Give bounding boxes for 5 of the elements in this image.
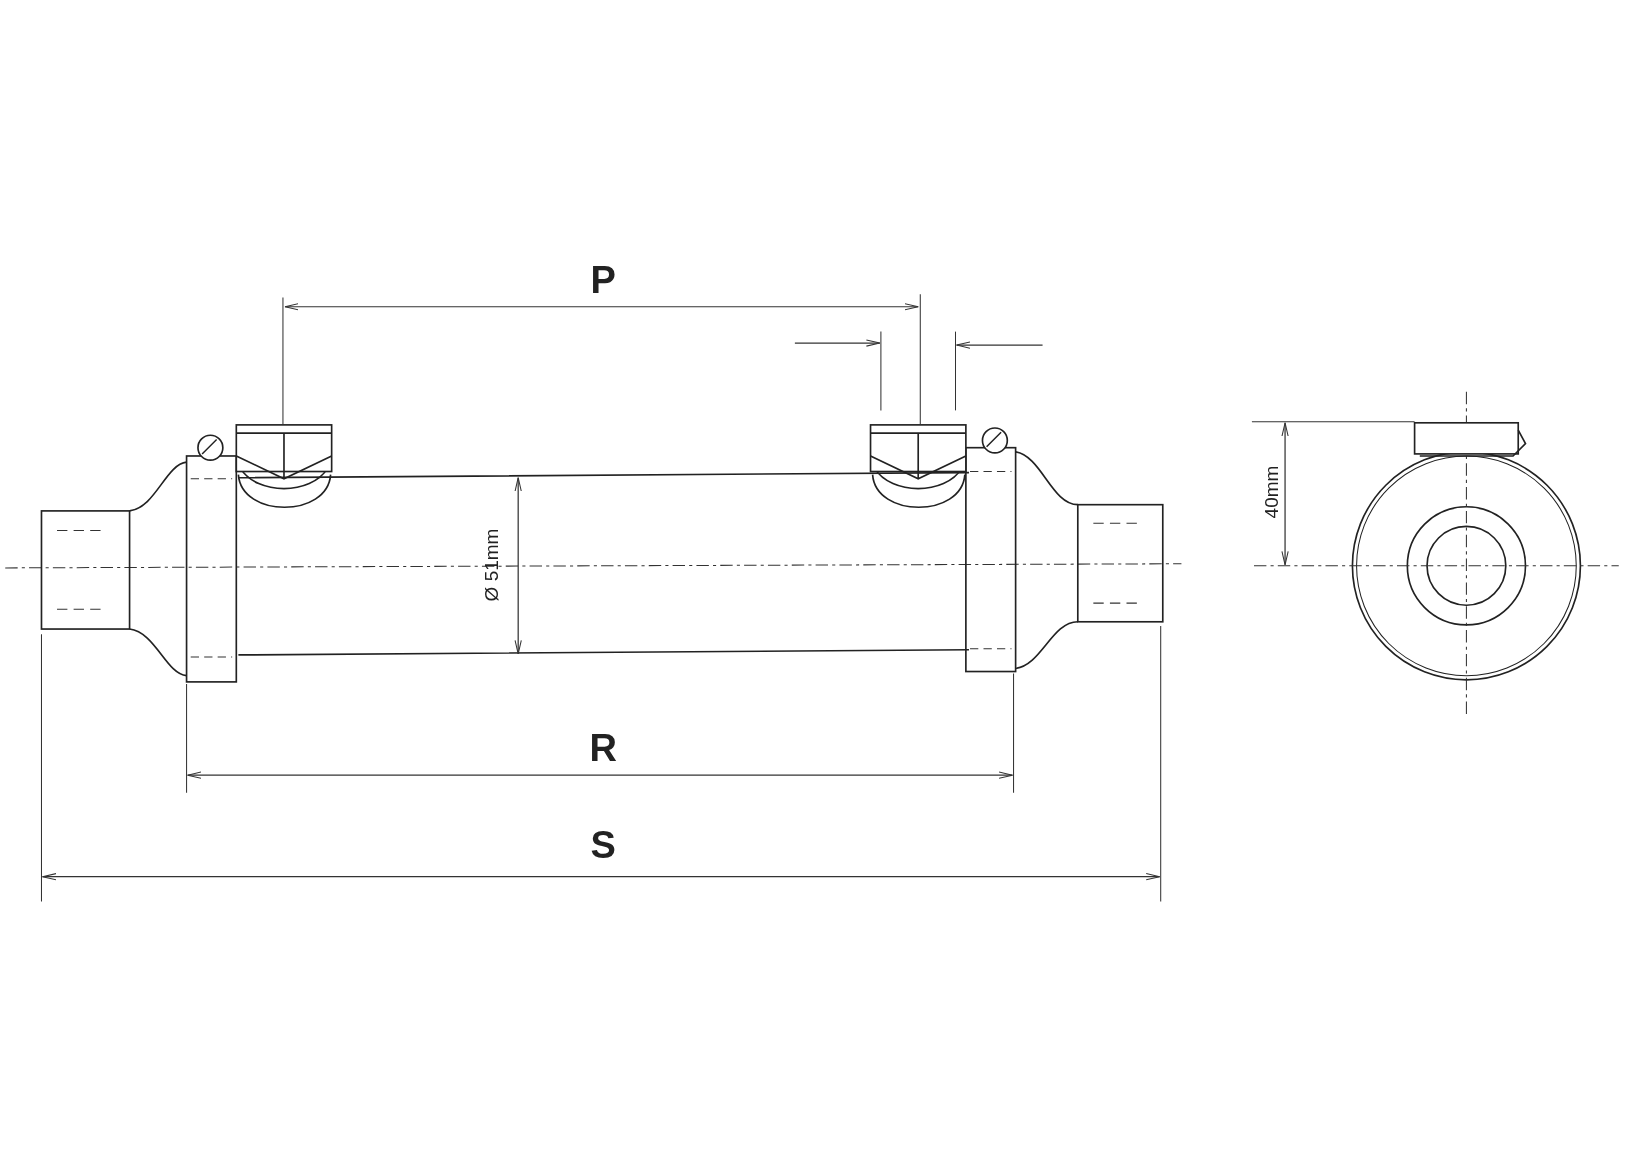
- dimension-label: P: [590, 260, 616, 299]
- dimension-label: 40mm: [1261, 465, 1281, 519]
- dimension-label: R: [589, 729, 617, 768]
- dimension-label: S: [590, 825, 616, 864]
- dimension-label: Ø 51mm: [481, 528, 501, 602]
